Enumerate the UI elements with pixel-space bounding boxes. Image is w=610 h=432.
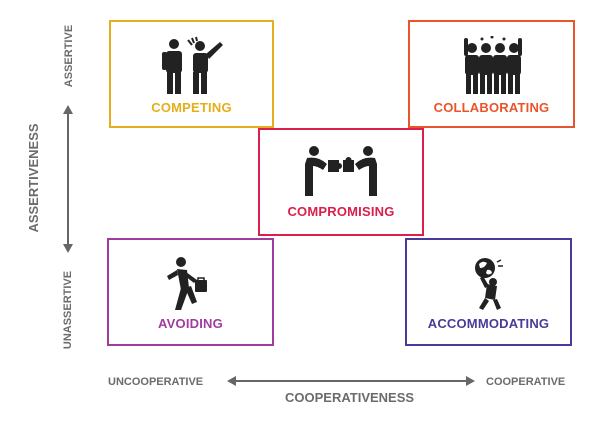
puzzle-exchange-icon xyxy=(260,142,422,204)
running-away-icon xyxy=(109,254,272,316)
x-axis-right-label: COOPERATIVE xyxy=(486,376,566,388)
compromising-box: COMPROMISING xyxy=(258,128,424,236)
collaborating-box: COLLABORATING xyxy=(408,20,575,128)
competing-box: COMPETING xyxy=(109,20,274,128)
carrying-world-icon xyxy=(407,254,570,316)
competing-label: COMPETING xyxy=(151,100,232,115)
y-axis-top-label: ASSERTIVE xyxy=(63,24,75,88)
compromising-label: COMPROMISING xyxy=(287,204,395,219)
arguing-people-icon xyxy=(111,36,272,98)
avoiding-label: AVOIDING xyxy=(158,316,223,331)
y-axis-title: ASSERTIVENESS xyxy=(26,123,41,233)
accommodating-box: ACCOMMODATING xyxy=(405,238,572,346)
x-axis-arrow xyxy=(227,376,475,386)
avoiding-box: AVOIDING xyxy=(107,238,274,346)
collaborating-label: COLLABORATING xyxy=(433,100,550,115)
group-cheering-icon xyxy=(410,36,573,98)
x-axis-left-label: UNCOOPERATIVE xyxy=(108,376,204,388)
x-axis-title: COOPERATIVENESS xyxy=(285,390,415,405)
y-axis-arrow xyxy=(63,105,73,253)
y-axis-bottom-label: UNASSERTIVE xyxy=(62,270,74,350)
accommodating-label: ACCOMMODATING xyxy=(427,316,550,331)
